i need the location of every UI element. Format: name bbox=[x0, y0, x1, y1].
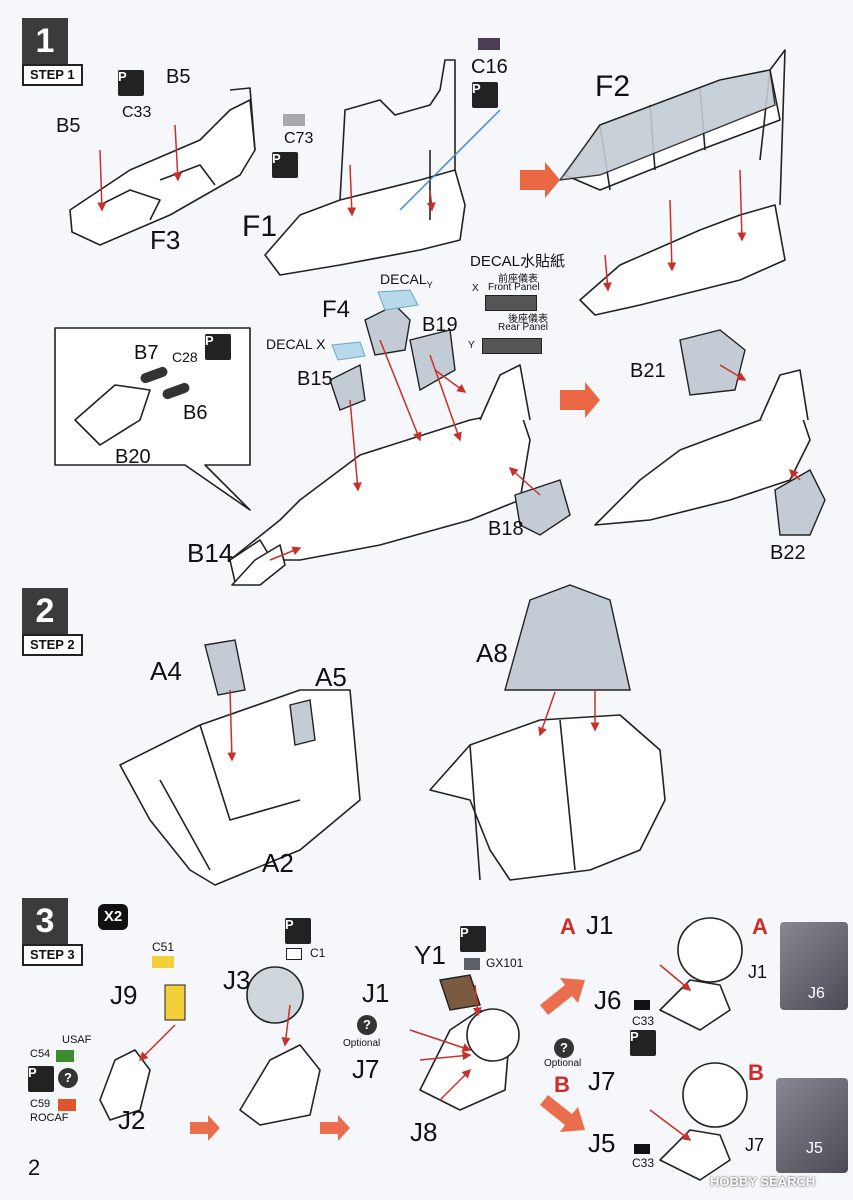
photo-label-j6: J6 bbox=[808, 985, 825, 1002]
multiplier-badge: X2 bbox=[98, 904, 128, 930]
part-f3: F3 bbox=[150, 225, 181, 255]
paint-icon: P bbox=[272, 152, 298, 178]
rear-panel-en: Rear Panel bbox=[498, 322, 549, 333]
page-number: 2 bbox=[28, 1155, 41, 1180]
optional-label-2: Optional bbox=[544, 1058, 582, 1069]
paint-c59: C59 bbox=[30, 1098, 51, 1110]
front-panel-en: Front Panel bbox=[488, 282, 540, 293]
color-swatch-c51 bbox=[152, 956, 174, 968]
photo-label-j5: J5 bbox=[806, 1140, 823, 1157]
front-panel-cn: 前座儀表 bbox=[498, 274, 538, 285]
paint-c28: C28 bbox=[172, 349, 198, 365]
part-j8: J8 bbox=[410, 1117, 438, 1147]
paint-c54: C54 bbox=[30, 1048, 51, 1060]
decal-title: DECAL水貼紙 bbox=[470, 253, 566, 270]
part-b19: B19 bbox=[422, 314, 458, 336]
part-a8: A8 bbox=[476, 638, 508, 668]
part-j7-variant-b: J7 bbox=[588, 1066, 616, 1096]
rear-panel-decal bbox=[482, 338, 542, 354]
part-b6: B6 bbox=[183, 402, 208, 424]
optional-icon: ? bbox=[58, 1068, 78, 1088]
part-a2: A2 bbox=[262, 848, 294, 878]
paint-c33-a: C33 bbox=[632, 1014, 655, 1028]
part-f4: F4 bbox=[322, 296, 351, 323]
part-f1: F1 bbox=[242, 210, 278, 243]
part-b18: B18 bbox=[488, 518, 524, 540]
paint-c73: C73 bbox=[284, 130, 314, 147]
variant-a-label: A bbox=[560, 914, 576, 939]
step-2-label: STEP 2 bbox=[22, 634, 83, 656]
part-j9: J9 bbox=[110, 980, 138, 1010]
color-swatch-c16 bbox=[478, 38, 500, 50]
paint-c51: C51 bbox=[152, 940, 175, 954]
decal-y-mark: Y bbox=[468, 340, 475, 351]
optional-icon: ? bbox=[357, 1015, 377, 1035]
part-j2: J2 bbox=[118, 1105, 146, 1135]
part-f2: F2 bbox=[595, 70, 631, 103]
rocaf-label: ROCAF bbox=[30, 1112, 69, 1124]
part-b20: B20 bbox=[115, 446, 151, 468]
photo-label-j7: J7 bbox=[745, 1135, 765, 1155]
part-b22: B22 bbox=[770, 542, 806, 564]
paint-icon: P bbox=[205, 334, 231, 360]
photo-j7-j5 bbox=[776, 1078, 848, 1173]
paint-icon: P bbox=[285, 918, 311, 944]
part-j1: J1 bbox=[362, 978, 390, 1008]
usaf-label: USAF bbox=[62, 1034, 92, 1046]
step-3-number: 3 bbox=[22, 898, 68, 944]
rear-panel-cn: 後座儀表 bbox=[508, 314, 548, 325]
photo-j1-j6 bbox=[780, 922, 848, 1010]
color-swatch-c54 bbox=[56, 1050, 74, 1062]
decal-x: DECAL X bbox=[266, 336, 326, 352]
optional-icon: ? bbox=[554, 1038, 574, 1058]
color-swatch-gx101 bbox=[464, 958, 480, 970]
part-y1: Y1 bbox=[414, 940, 446, 970]
front-panel-decal bbox=[485, 295, 537, 311]
part-b21: B21 bbox=[630, 360, 666, 382]
color-swatch-c1 bbox=[286, 948, 302, 960]
part-b15: B15 bbox=[297, 368, 333, 390]
color-swatch-c73 bbox=[283, 114, 305, 126]
photo-label-j1: J1 bbox=[748, 962, 768, 982]
part-j6: J6 bbox=[594, 985, 622, 1015]
variant-b-label: B bbox=[554, 1072, 570, 1097]
part-b7: B7 bbox=[134, 342, 159, 364]
paint-c1: C1 bbox=[310, 946, 326, 960]
color-swatch-c33 bbox=[634, 1000, 650, 1010]
part-j3: J3 bbox=[223, 965, 251, 995]
paint-gx101: GX101 bbox=[486, 956, 524, 970]
step-1-number: 1 bbox=[22, 18, 68, 64]
paint-icon: P bbox=[460, 926, 486, 952]
paint-icon: P bbox=[28, 1066, 54, 1092]
paint-c33-b: C33 bbox=[632, 1156, 655, 1170]
part-j5: J5 bbox=[588, 1128, 616, 1158]
color-swatch-c33-b bbox=[634, 1144, 650, 1154]
step-1-label: STEP 1 bbox=[22, 64, 83, 86]
part-j1-variant-a: J1 bbox=[586, 910, 614, 940]
decal-y: DECALY bbox=[380, 271, 433, 290]
part-a4: A4 bbox=[150, 656, 182, 686]
watermark: HOBBY SEARCH bbox=[710, 1174, 816, 1189]
part-a5: A5 bbox=[315, 662, 347, 692]
paint-icon: P bbox=[630, 1030, 656, 1056]
paint-icon: P bbox=[118, 70, 144, 96]
paint-c33: C33 bbox=[122, 104, 152, 121]
variant-a-photo-label: A bbox=[752, 914, 768, 939]
part-j7: J7 bbox=[352, 1054, 380, 1084]
variant-b-photo-label: B bbox=[748, 1060, 764, 1085]
part-b5-left: B5 bbox=[56, 115, 81, 137]
step-2-number: 2 bbox=[22, 588, 68, 634]
decal-x-mark: X bbox=[472, 283, 479, 294]
optional-label: Optional bbox=[343, 1038, 381, 1049]
step-3-label: STEP 3 bbox=[22, 944, 83, 966]
paint-c16: C16 bbox=[471, 56, 508, 78]
part-b5-right: B5 bbox=[166, 66, 191, 88]
part-b14: B14 bbox=[187, 538, 234, 568]
paint-icon: P bbox=[472, 82, 498, 108]
color-swatch-c59 bbox=[58, 1099, 76, 1111]
